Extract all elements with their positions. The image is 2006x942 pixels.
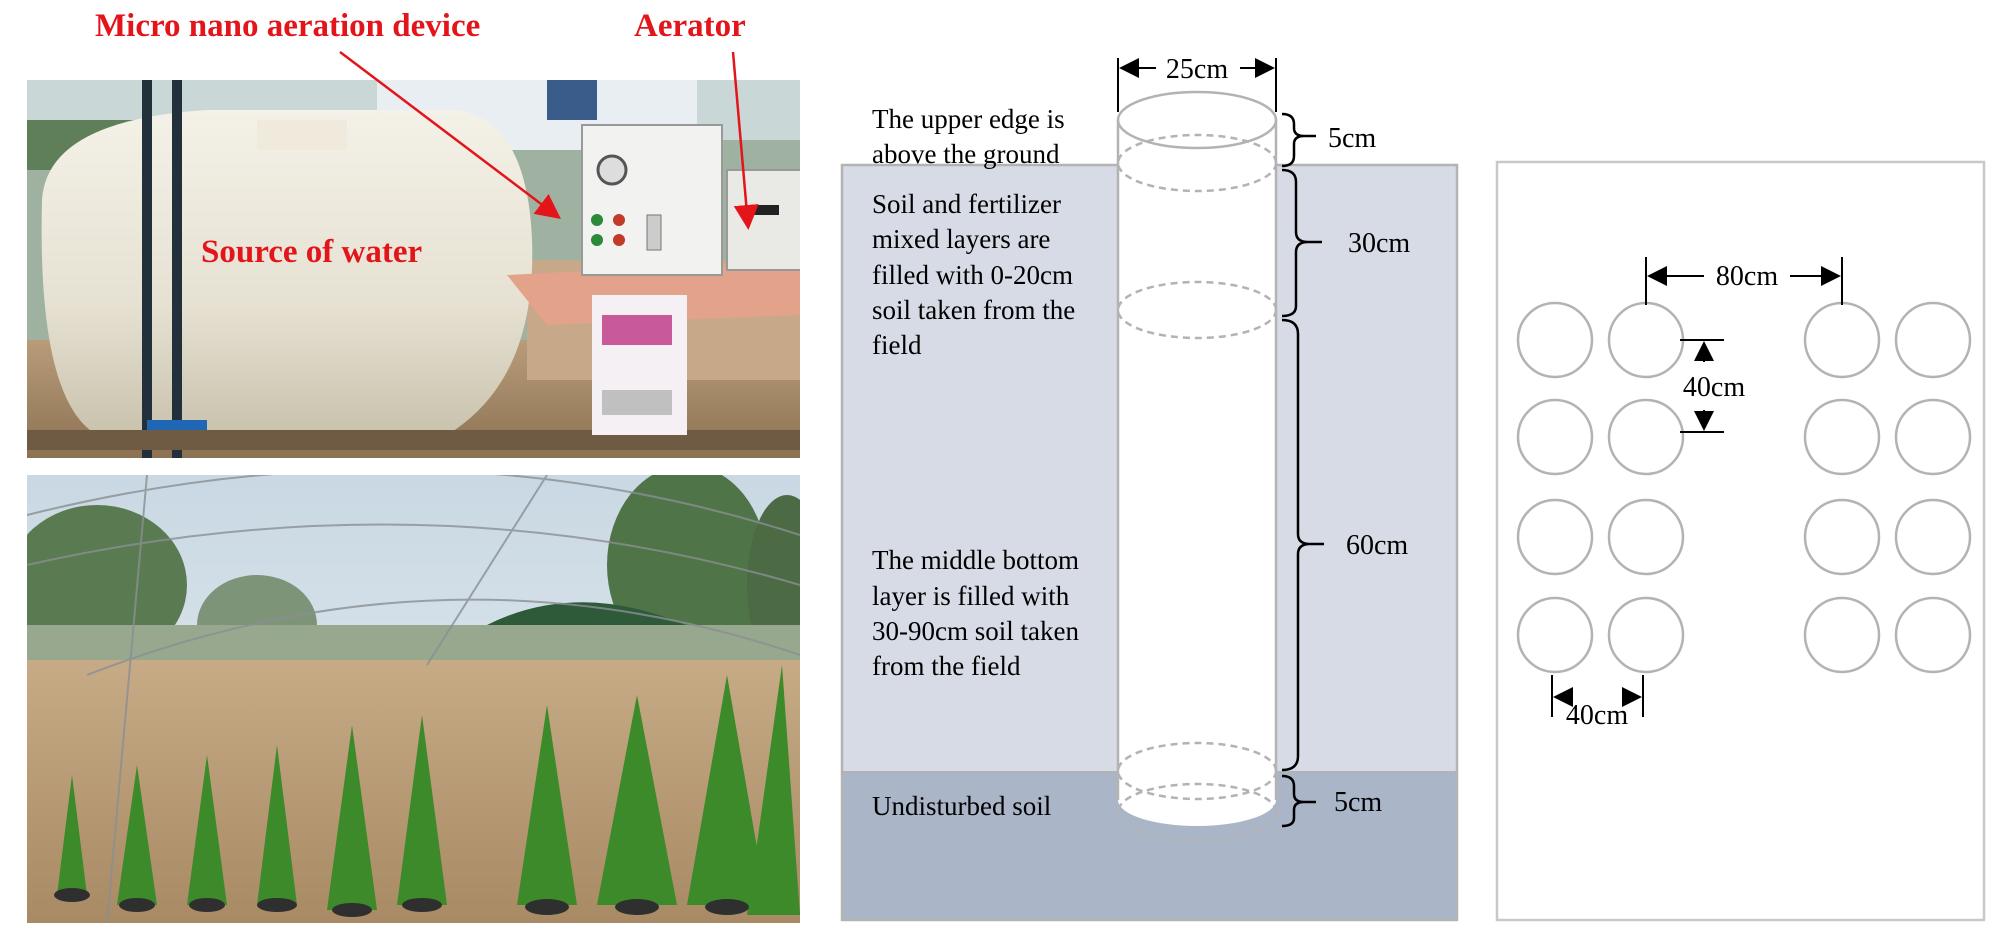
- pot: [1607, 398, 1685, 476]
- bottom-boundary-ellipse: [1116, 741, 1278, 801]
- upper-edge-dim-label: 5cm: [1328, 123, 1376, 154]
- mixed-layer-line-4: soil taken from the: [872, 295, 1075, 325]
- pot: [1894, 398, 1972, 476]
- mixed-layer-dim-label: 30cm: [1348, 228, 1410, 259]
- greenhouse-maize-photo: [27, 475, 800, 923]
- bottom-layer-line-1: The middle bottom: [872, 545, 1079, 575]
- column-bottom-ellipse: [1116, 782, 1278, 842]
- arrow-aerator: [731, 51, 759, 230]
- plant-spacing-label: 40cm: [1566, 700, 1628, 731]
- mixed-layer-line-3: filled with 0-20cm: [872, 260, 1073, 290]
- pot: [1516, 596, 1594, 674]
- undisturbed-label: Undisturbed soil: [872, 791, 1051, 821]
- source-of-water-label: Source of water: [201, 234, 423, 270]
- layer-boundary-ellipse: [1116, 280, 1278, 340]
- pot: [1803, 398, 1881, 476]
- pot: [1516, 398, 1594, 476]
- layout-frame: [1495, 160, 1986, 922]
- mixed-layer-line-2: mixed layers are: [872, 224, 1050, 254]
- pot: [1894, 596, 1972, 674]
- column-spacing-label: 40cm: [1683, 372, 1745, 403]
- pot: [1803, 596, 1881, 674]
- upper-edge-line-1: The upper edge is: [872, 104, 1065, 134]
- mixed-layer-line-1: Soil and fertilizer: [872, 189, 1061, 219]
- micro-nano-aeration-label: Micro nano aeration device: [95, 8, 481, 44]
- pot: [1607, 596, 1685, 674]
- column-tube: [1118, 120, 1276, 800]
- mixed-layer-line-5: field: [872, 330, 922, 360]
- aerator-label: Aerator: [634, 8, 746, 44]
- ground-level-ellipse: [1116, 133, 1278, 193]
- bottom-layer-line-3: 30-90cm soil taken: [872, 616, 1079, 646]
- arrow-micro-nano: [339, 51, 561, 220]
- undisturbed-dim-label: 5cm: [1334, 787, 1382, 818]
- row-spacing-label: 80cm: [1716, 261, 1778, 292]
- bottom-layer-dim-label: 60cm: [1346, 530, 1408, 561]
- pot: [1607, 498, 1685, 576]
- column-top-ellipse: [1116, 90, 1278, 150]
- upper-edge-line-2: above the ground: [872, 139, 1060, 169]
- pot: [1803, 498, 1881, 576]
- pot: [1894, 498, 1972, 576]
- pot: [1894, 301, 1972, 379]
- bottom-layer-line-4: from the field: [872, 651, 1021, 681]
- aeration-equipment-photo: [27, 80, 800, 458]
- bottom-layer-line-2: layer is filled with: [872, 581, 1070, 611]
- pot: [1516, 498, 1594, 576]
- pot: [1516, 301, 1594, 379]
- column-width-label: 25cm: [1166, 54, 1228, 85]
- pot-grid: [1516, 301, 1972, 674]
